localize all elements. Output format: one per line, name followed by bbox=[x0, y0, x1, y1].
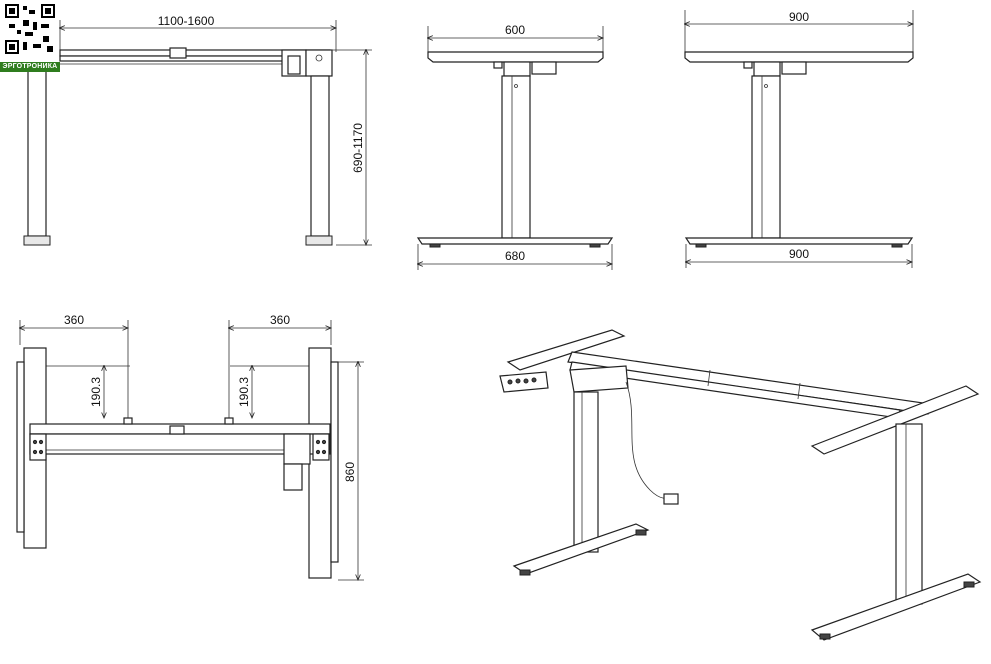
side-view-short: 600 680 bbox=[416, 23, 614, 270]
side-foot-short-label: 680 bbox=[505, 249, 525, 263]
side-top-short-label: 600 bbox=[505, 23, 525, 37]
front-height-label: 690-1170 bbox=[351, 123, 365, 173]
plan-view: 360 360 190.3 190.3 bbox=[16, 313, 364, 580]
qr-code-icon bbox=[5, 4, 55, 54]
side-foot-long-label: 900 bbox=[789, 247, 809, 261]
side-view-long: 900 900 bbox=[685, 10, 913, 268]
isometric-view bbox=[499, 329, 982, 641]
brand-logo: ЭРГОТРОНИКА bbox=[0, 62, 60, 72]
plan-length-label: 860 bbox=[343, 462, 357, 482]
side-top-long-label: 900 bbox=[789, 10, 809, 24]
plan-depth-left-label: 190.3 bbox=[89, 377, 103, 407]
plan-offset-right-label: 360 bbox=[270, 313, 290, 327]
front-width-label: 1100-1600 bbox=[158, 14, 215, 28]
plan-offset-left-label: 360 bbox=[64, 313, 84, 327]
front-view: 1100-1600 690-1170 bbox=[23, 14, 372, 245]
plan-depth-right-label: 190.3 bbox=[237, 377, 251, 407]
